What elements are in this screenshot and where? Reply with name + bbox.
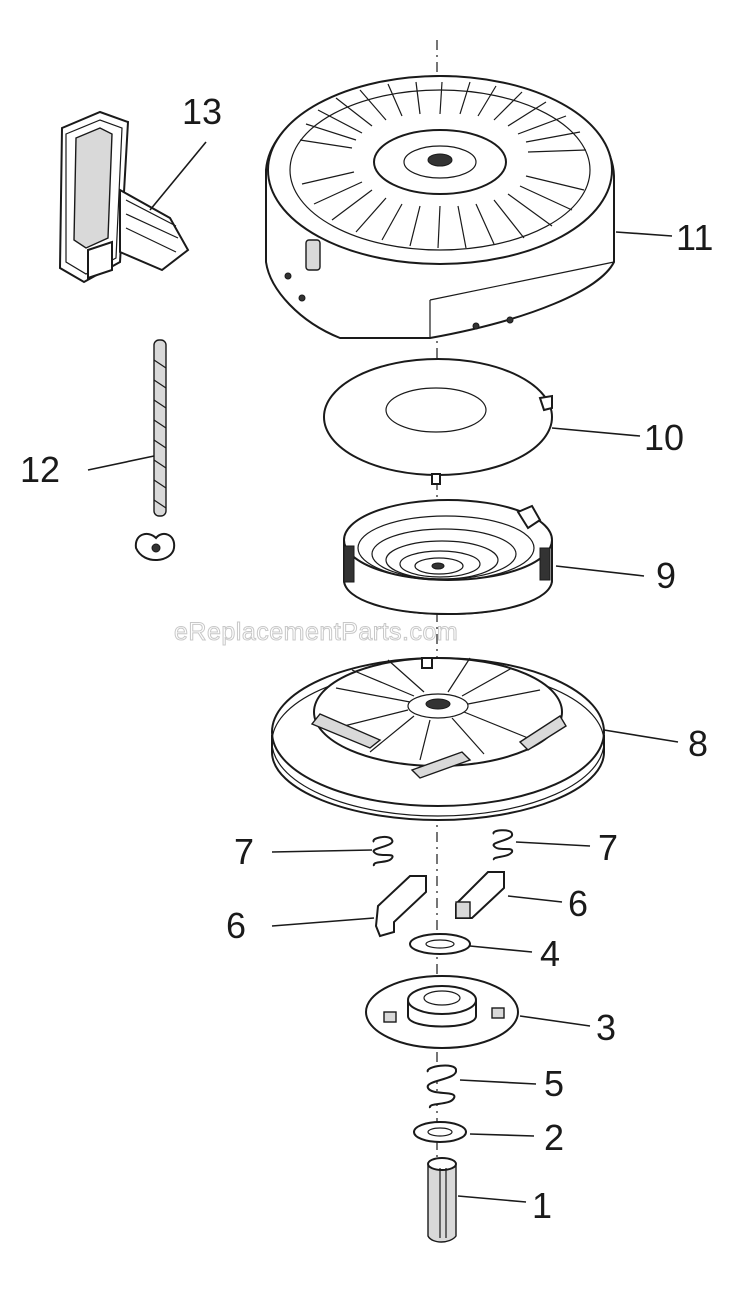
part-8-pulley <box>271 657 605 822</box>
callout-6-left: 6 <box>226 905 246 946</box>
part-4-washer <box>409 933 471 955</box>
part-10-plate <box>323 358 553 485</box>
callout-1: 1 <box>532 1185 552 1226</box>
part-3-retainer <box>365 975 519 1049</box>
part-9-recoil-spring <box>343 499 553 616</box>
callout-3: 3 <box>596 1007 616 1048</box>
watermark: eReplacementParts.com <box>174 618 458 646</box>
callout-9: 9 <box>656 555 676 596</box>
part-13-starter-handle <box>58 110 190 284</box>
part-5-spring <box>426 1064 457 1109</box>
callout-7-left: 7 <box>234 831 254 872</box>
callout-4: 4 <box>540 933 560 974</box>
callout-11: 11 <box>676 217 713 258</box>
part-11-starter-housing <box>265 74 615 339</box>
part-6-pawls <box>374 871 505 938</box>
part-1-shaft <box>427 1157 457 1243</box>
callout-6-right: 6 <box>568 883 588 924</box>
callout-2: 2 <box>544 1117 564 1158</box>
part-2-washer <box>413 1121 467 1143</box>
part-12-rope <box>134 339 176 561</box>
callout-5: 5 <box>544 1063 564 1104</box>
leader-lines <box>87 141 679 1203</box>
callout-12: 12 <box>20 449 60 490</box>
callout-7-right: 7 <box>598 827 618 868</box>
callout-8: 8 <box>688 723 708 764</box>
part-7-springs <box>372 829 514 867</box>
callout-10: 10 <box>644 417 684 458</box>
callout-13: 13 <box>182 91 222 132</box>
